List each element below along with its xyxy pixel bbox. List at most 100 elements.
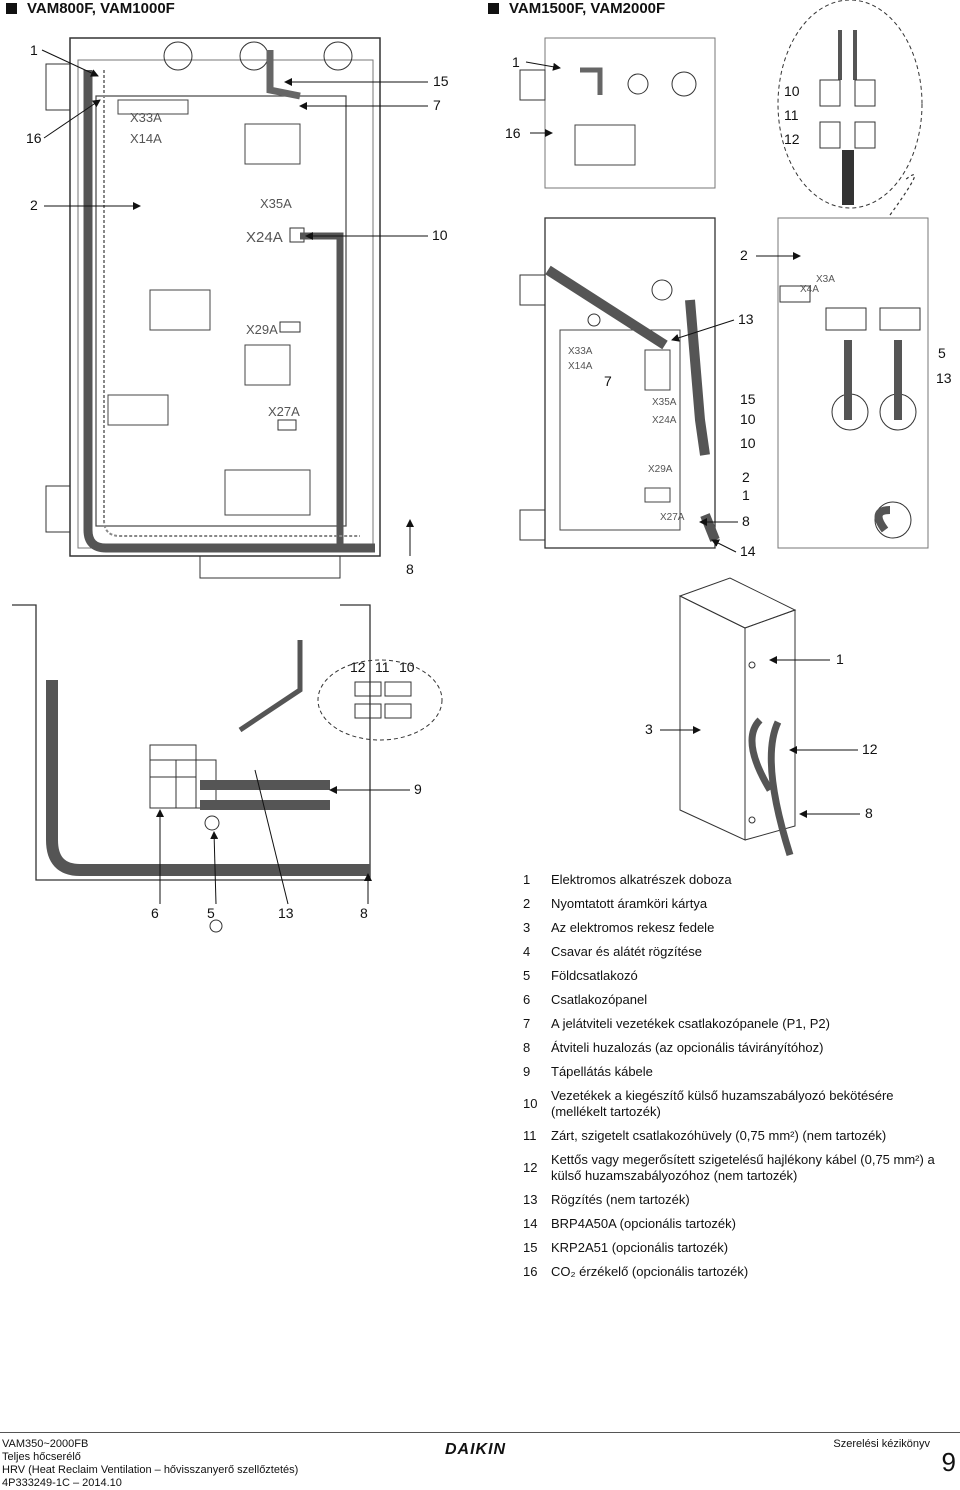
callout-11: 11 bbox=[784, 107, 799, 123]
box-top bbox=[678, 577, 797, 629]
callout-15: 15 bbox=[740, 391, 756, 407]
svg-text:X24A: X24A bbox=[246, 229, 283, 246]
footer-doc-info: VAM350~2000FB Teljes hőcserélő HRV (Heat… bbox=[2, 1438, 298, 1490]
svg-text:X3A: X3A bbox=[816, 274, 835, 285]
callout-10: 10 bbox=[399, 659, 415, 675]
transmission-wiring bbox=[46, 680, 370, 876]
svg-text:X29A: X29A bbox=[648, 464, 673, 475]
callout-2: 2 bbox=[740, 247, 748, 263]
svg-text:X14A: X14A bbox=[130, 131, 162, 146]
callout-7: 7 bbox=[604, 373, 612, 389]
figure-vam800-1000: X33A X14A X35A X24A X29A X27A 1 16 15 7 … bbox=[26, 37, 449, 579]
figure-terminal-detail: 12 11 10 9 6 5 13 8 bbox=[12, 604, 443, 933]
svg-text:X33A: X33A bbox=[130, 110, 162, 125]
right-figure-header: VAM1500F, VAM2000F bbox=[488, 0, 665, 17]
callout-8: 8 bbox=[742, 513, 750, 529]
bullet-square-icon bbox=[6, 3, 17, 14]
svg-text:X24A: X24A bbox=[652, 415, 677, 426]
transmission-wiring bbox=[83, 70, 375, 553]
left-figure-header: VAM800F, VAM1000F bbox=[6, 0, 175, 17]
callout-12: 12 bbox=[784, 131, 800, 147]
electrical-box-outline bbox=[544, 217, 716, 549]
svg-text:X35A: X35A bbox=[652, 397, 677, 408]
knockout-hole bbox=[323, 41, 353, 71]
printed-circuit-board bbox=[559, 329, 681, 531]
terminal-side-panel bbox=[777, 217, 929, 549]
callout-10: 10 bbox=[432, 227, 448, 243]
callout-8: 8 bbox=[360, 905, 368, 921]
callout-1: 1 bbox=[30, 42, 38, 58]
callout-1b: 1 bbox=[742, 487, 750, 503]
callout-11: 11 bbox=[375, 659, 390, 675]
bullet-square-icon bbox=[488, 3, 499, 14]
electrical-box-cover bbox=[744, 609, 796, 841]
callout-9: 9 bbox=[414, 781, 422, 797]
svg-text:X33A: X33A bbox=[568, 346, 593, 357]
footer-model-range: VAM350~2000FB bbox=[2, 1438, 89, 1450]
callout-14: 14 bbox=[740, 543, 756, 559]
right-figure-title: VAM1500F, VAM2000F bbox=[509, 0, 666, 17]
panel-outline bbox=[12, 604, 371, 881]
svg-text:X27A: X27A bbox=[268, 404, 300, 419]
left-figure-title: VAM800F, VAM1000F bbox=[27, 0, 175, 17]
printed-circuit-board bbox=[95, 95, 347, 527]
footer-product-desc: HRV (Heat Reclaim Ventilation – hővissza… bbox=[2, 1464, 299, 1476]
callout-16: 16 bbox=[505, 125, 521, 141]
svg-text:X4A: X4A bbox=[800, 284, 819, 295]
callout-3: 3 bbox=[645, 721, 653, 737]
detail-magnifier bbox=[317, 659, 443, 741]
figure-box-cover: 1 3 12 8 bbox=[645, 577, 878, 857]
callout-12: 12 bbox=[350, 659, 366, 675]
knockout-hole bbox=[163, 41, 193, 71]
detail-magnifier bbox=[777, 0, 923, 209]
callout-15: 15 bbox=[433, 73, 449, 89]
earth-symbol-icon bbox=[209, 919, 223, 933]
daikin-logo: DAIKIN bbox=[445, 1441, 507, 1458]
footer-doc-number: 4P333249-1C – 2014.10 bbox=[2, 1477, 122, 1489]
figure-vam1500-2000: X33A X14A X35A X24A X29A X27A X4A X3A 1 … bbox=[505, 0, 952, 559]
callout-2: 2 bbox=[30, 197, 38, 213]
footer-product: Teljes hőcserélő bbox=[2, 1451, 81, 1463]
callout-13b: 13 bbox=[936, 370, 952, 386]
terminal-block bbox=[825, 307, 867, 331]
mounting-tab bbox=[45, 63, 71, 111]
callout-13: 13 bbox=[738, 311, 754, 327]
svg-text:X14A: X14A bbox=[568, 361, 593, 372]
footer-manual-title: Szerelési kézikönyv bbox=[833, 1438, 930, 1450]
mounting-tab bbox=[45, 485, 71, 533]
transformer bbox=[224, 469, 311, 516]
callout-10c: 10 bbox=[740, 435, 756, 451]
terminal-block bbox=[149, 744, 197, 778]
upper-box-outline bbox=[544, 37, 716, 189]
callout-8: 8 bbox=[865, 805, 873, 821]
callout-5: 5 bbox=[207, 905, 215, 921]
callout-1: 1 bbox=[836, 651, 844, 667]
callout-10: 10 bbox=[784, 83, 800, 99]
terminal-block bbox=[879, 307, 921, 331]
callout-2b: 2 bbox=[742, 469, 750, 485]
wiring-diagrams: X33A X14A X35A X24A X29A X27A 1 16 15 7 … bbox=[12, 0, 952, 933]
callout-16: 16 bbox=[26, 130, 42, 146]
page-footer: VAM350~2000FB Teljes hőcserélő HRV (Heat… bbox=[0, 1432, 960, 1490]
knockout-hole bbox=[239, 41, 269, 71]
callout-10b: 10 bbox=[740, 411, 756, 427]
svg-text:X27A: X27A bbox=[660, 512, 685, 523]
callout-7: 7 bbox=[433, 97, 441, 113]
svg-text:X35A: X35A bbox=[260, 196, 292, 211]
callout-1: 1 bbox=[512, 54, 520, 70]
callout-13: 13 bbox=[278, 905, 294, 921]
